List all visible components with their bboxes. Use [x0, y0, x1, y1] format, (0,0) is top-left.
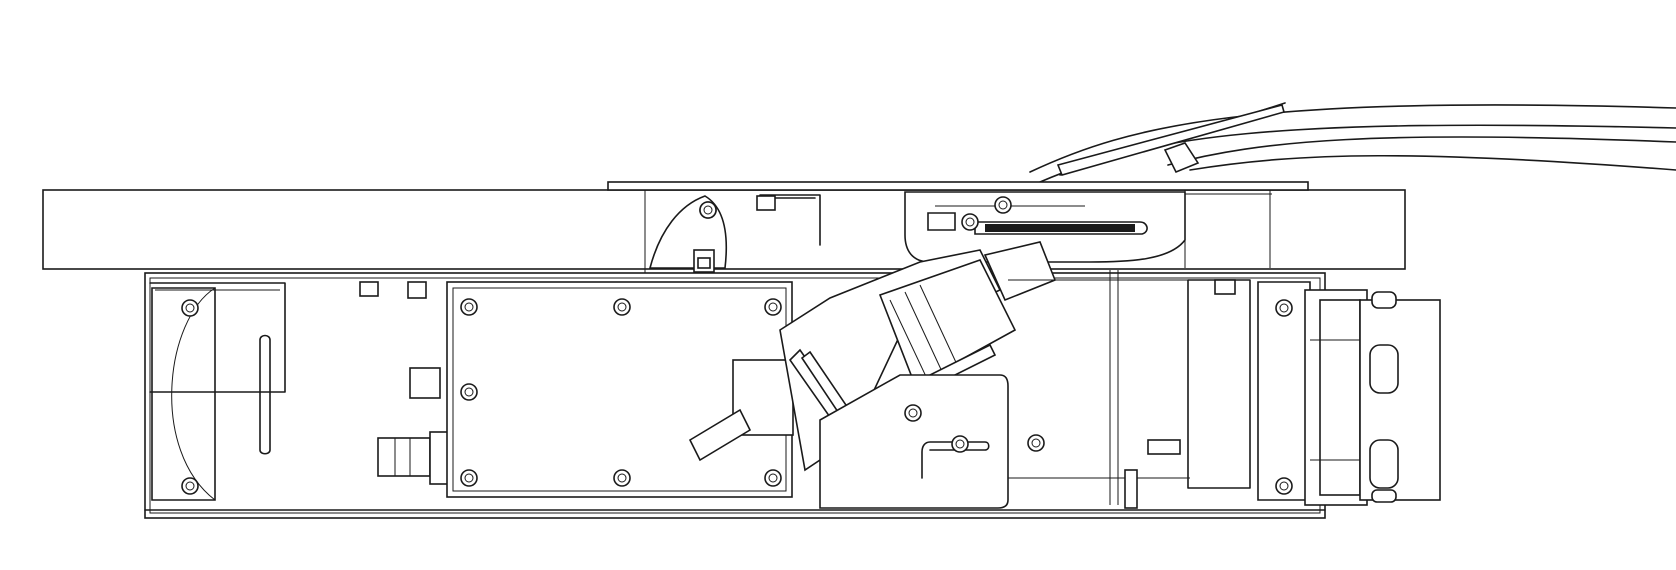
- screw-head: [961, 213, 979, 231]
- screw-head: [951, 435, 969, 453]
- toggle-switch: [688, 359, 794, 462]
- screw-head: [613, 298, 631, 316]
- screw-head: [1027, 434, 1045, 452]
- screw-head: [613, 469, 631, 487]
- screw-head: [1275, 299, 1293, 317]
- cable-gland: [377, 367, 451, 485]
- slotted-adjuster-bracket: [904, 191, 1186, 263]
- inner-rails: [1008, 270, 1190, 509]
- screw-head: [904, 404, 922, 422]
- right-connector-body: [1304, 289, 1441, 506]
- screw-head: [764, 298, 782, 316]
- screw-head: [460, 298, 478, 316]
- cable-bundle: [1029, 102, 1676, 183]
- screw-head: [460, 383, 478, 401]
- screw-head: [699, 201, 717, 219]
- screw-head: [1275, 477, 1293, 495]
- screw-head: [181, 299, 199, 317]
- screw-head: [764, 469, 782, 487]
- center-bracket-plate: [819, 374, 1009, 509]
- screw-head: [181, 477, 199, 495]
- screw-head: [460, 469, 478, 487]
- left-end-cap: [149, 281, 427, 501]
- screw-head: [994, 196, 1012, 214]
- screw-group: [181, 196, 1293, 495]
